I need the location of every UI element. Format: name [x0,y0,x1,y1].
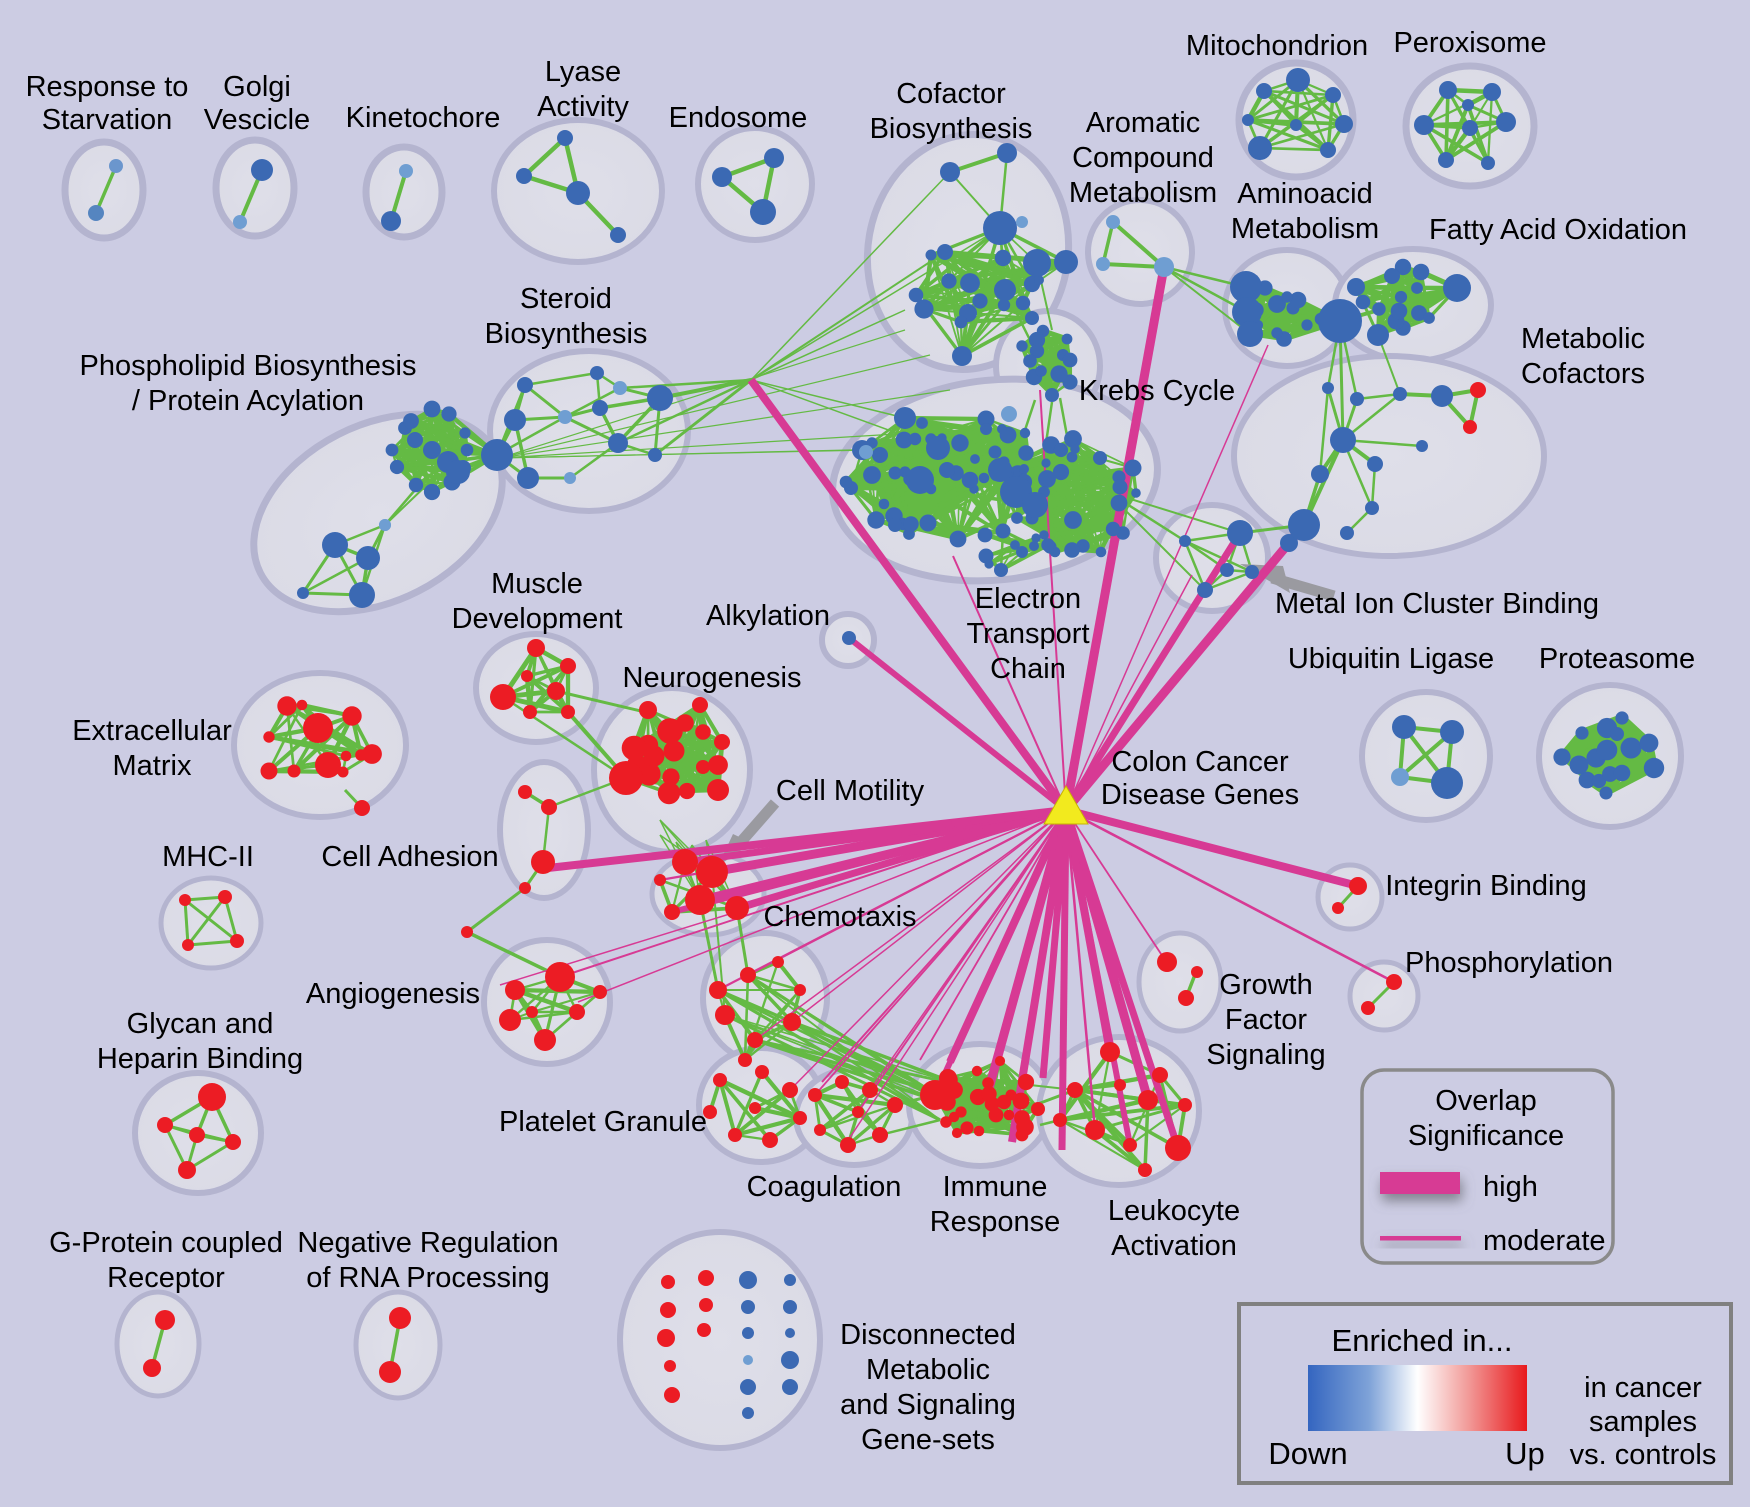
svg-text:Activation: Activation [1111,1230,1237,1262]
svg-text:Steroid: Steroid [520,283,612,315]
svg-text:Kinetochore: Kinetochore [346,102,501,134]
svg-text:Cofactors: Cofactors [1521,358,1645,390]
svg-text:Chain: Chain [990,653,1066,685]
svg-text:MHC-II: MHC-II [162,841,254,873]
svg-text:Disconnected: Disconnected [840,1319,1016,1351]
svg-text:vs. controls: vs. controls [1570,1439,1717,1471]
svg-text:Metal Ion Cluster Binding: Metal Ion Cluster Binding [1275,588,1599,620]
svg-text:Integrin Binding: Integrin Binding [1385,870,1587,902]
svg-text:Significance: Significance [1408,1120,1564,1152]
svg-text:Metabolism: Metabolism [1069,177,1217,209]
svg-text:Mitochondrion: Mitochondrion [1186,30,1368,62]
svg-text:Response: Response [930,1206,1061,1238]
svg-text:Immune: Immune [943,1171,1048,1203]
svg-text:Metabolic: Metabolic [1521,323,1645,355]
svg-text:high: high [1483,1171,1538,1203]
svg-text:Cofactor: Cofactor [896,78,1006,110]
svg-text:Lyase: Lyase [545,56,621,88]
svg-text:Proteasome: Proteasome [1539,643,1695,675]
svg-text:Neurogenesis: Neurogenesis [623,662,802,694]
svg-text:Disease Genes: Disease Genes [1101,779,1299,811]
svg-text:Heparin Binding: Heparin Binding [97,1043,303,1075]
svg-text:Up: Up [1505,1436,1545,1471]
svg-text:Endosome: Endosome [669,102,808,134]
svg-text:Colon Cancer: Colon Cancer [1111,746,1289,778]
svg-text:Cell Motility: Cell Motility [776,775,925,807]
svg-text:Down: Down [1268,1436,1347,1471]
svg-text:Starvation: Starvation [42,104,173,136]
svg-text:Coagulation: Coagulation [747,1171,902,1203]
svg-text:Extracellular: Extracellular [72,715,232,747]
svg-text:/ Protein Acylation: / Protein Acylation [132,385,364,417]
svg-text:G-Protein coupled: G-Protein coupled [49,1227,283,1259]
svg-text:Electron: Electron [975,583,1081,615]
svg-text:Leukocyte: Leukocyte [1108,1195,1240,1227]
svg-text:Response to: Response to [26,71,189,103]
svg-text:Golgi: Golgi [223,71,291,103]
svg-text:Biosynthesis: Biosynthesis [870,113,1033,145]
svg-text:Angiogenesis: Angiogenesis [306,978,480,1010]
svg-text:Negative Regulation: Negative Regulation [297,1227,558,1259]
svg-text:moderate: moderate [1483,1225,1606,1257]
svg-text:Krebs Cycle: Krebs Cycle [1079,375,1235,407]
svg-text:and Signaling: and Signaling [840,1389,1016,1421]
svg-text:Aminoacid: Aminoacid [1237,178,1372,210]
svg-text:Fatty Acid Oxidation: Fatty Acid Oxidation [1429,214,1687,246]
svg-text:Vescicle: Vescicle [204,104,310,136]
svg-text:Development: Development [452,603,623,635]
svg-text:Activity: Activity [537,91,629,123]
svg-text:Gene-sets: Gene-sets [861,1424,995,1456]
svg-text:Chemotaxis: Chemotaxis [763,901,916,933]
svg-text:Ubiquitin Ligase: Ubiquitin Ligase [1288,643,1494,675]
svg-text:Metabolic: Metabolic [866,1354,990,1386]
svg-text:Compound: Compound [1072,142,1214,174]
svg-text:Signaling: Signaling [1206,1039,1325,1071]
svg-text:Biosynthesis: Biosynthesis [485,318,648,350]
svg-text:Aromatic: Aromatic [1086,107,1200,139]
svg-text:Metabolism: Metabolism [1231,213,1379,245]
svg-text:Platelet Granule: Platelet Granule [499,1106,707,1138]
svg-text:Phosphorylation: Phosphorylation [1405,947,1613,979]
svg-text:samples: samples [1589,1406,1697,1438]
svg-text:Receptor: Receptor [107,1262,225,1294]
svg-text:Cell Adhesion: Cell Adhesion [321,841,498,873]
svg-text:Glycan and: Glycan and [127,1008,274,1040]
svg-text:Factor: Factor [1225,1004,1308,1036]
svg-text:Overlap: Overlap [1435,1085,1537,1117]
svg-text:Peroxisome: Peroxisome [1393,27,1546,59]
svg-text:Enriched in...: Enriched in... [1332,1323,1513,1358]
svg-text:in cancer: in cancer [1584,1372,1702,1404]
svg-text:of RNA Processing: of RNA Processing [306,1262,549,1294]
svg-text:Growth: Growth [1219,969,1312,1001]
svg-text:Alkylation: Alkylation [706,600,830,632]
svg-text:Matrix: Matrix [113,750,192,782]
svg-text:Phospholipid Biosynthesis: Phospholipid Biosynthesis [80,350,417,382]
svg-text:Transport: Transport [966,618,1089,650]
svg-text:Muscle: Muscle [491,568,583,600]
